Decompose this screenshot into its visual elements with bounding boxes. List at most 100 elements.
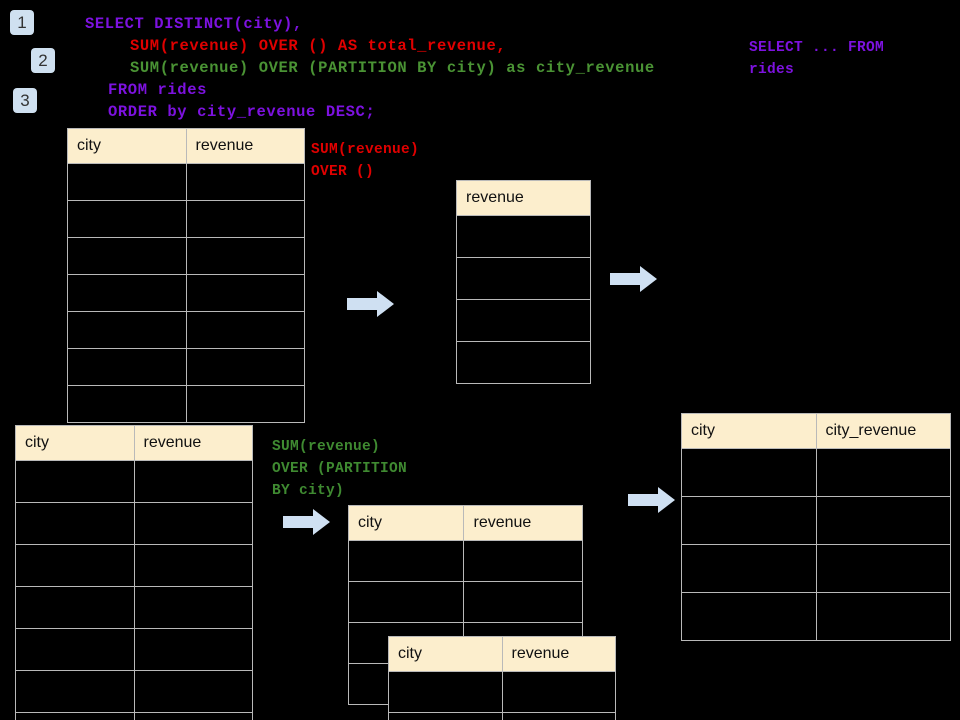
- table-row: [456, 299, 591, 342]
- table-row: [67, 163, 305, 201]
- table-cell: [501, 671, 616, 713]
- table-row: [67, 274, 305, 312]
- table-row: [456, 341, 591, 384]
- select-from-rides-label-line-1: SELECT ... FROM: [749, 40, 885, 56]
- table-cell: [133, 544, 253, 587]
- table-cell: [185, 237, 305, 275]
- table-cell: [185, 274, 305, 312]
- table-cell: [67, 237, 187, 275]
- table-cell: [347, 540, 465, 582]
- table-row: [15, 628, 253, 671]
- sum-over-partition-label-line-1: SUM(revenue): [272, 439, 381, 455]
- table-cell: [67, 348, 187, 386]
- table-cell: [185, 348, 305, 386]
- total-revenue-table: revenue: [456, 180, 591, 384]
- table-cell: [133, 502, 253, 545]
- table-cell: [133, 628, 253, 671]
- table-header-row: revenue: [456, 180, 591, 216]
- table-row: [15, 670, 253, 713]
- table-cell: [388, 671, 503, 713]
- table-cell: [15, 460, 135, 503]
- table-cell: [456, 341, 591, 384]
- column-header-revenue: revenue: [456, 180, 591, 216]
- sql-code-line-2: SUM(revenue) OVER () AS total_revenue,: [130, 37, 507, 55]
- sum-over-empty-label: SUM(revenue) OVER (): [311, 139, 419, 183]
- sum-over-partition-label-line-3: BY city): [272, 483, 345, 499]
- column-header-city: city: [388, 636, 503, 672]
- table-cell: [681, 496, 817, 545]
- column-header-city: city: [67, 128, 187, 164]
- table-cell: [67, 200, 187, 238]
- table-row: [15, 502, 253, 545]
- table-cell: [815, 496, 951, 545]
- column-header-revenue: revenue: [501, 636, 616, 672]
- table-row: [681, 592, 951, 641]
- table-cell: [133, 586, 253, 629]
- table-row: [15, 460, 253, 503]
- table-row: [681, 496, 951, 545]
- table-cell: [133, 712, 253, 720]
- table-cell: [815, 448, 951, 497]
- column-header-city_revenue: city_revenue: [815, 413, 951, 449]
- table-cell: [501, 712, 616, 720]
- table-row: [388, 671, 616, 713]
- arrow-source-to-partitioned: [283, 509, 330, 535]
- table-cell: [67, 274, 187, 312]
- table-cell: [463, 540, 583, 582]
- table-cell: [67, 385, 187, 423]
- table-row: [67, 237, 305, 275]
- table-row: [15, 544, 253, 587]
- table-cell: [681, 544, 817, 593]
- table-cell: [815, 592, 951, 641]
- table-cell: [681, 592, 817, 641]
- table-cell: [185, 311, 305, 349]
- table-row: [15, 586, 253, 629]
- table-cell: [15, 544, 135, 587]
- table-cell: [185, 163, 305, 201]
- arrow-partitioned-to-result: [628, 487, 675, 513]
- table-cell: [185, 385, 305, 423]
- table-cell: [15, 502, 135, 545]
- column-header-revenue: revenue: [463, 505, 583, 541]
- table-cell: [681, 448, 817, 497]
- table-cell: [15, 586, 135, 629]
- table-row: [67, 311, 305, 349]
- step-badge-3: 3: [13, 88, 37, 113]
- sql-code-line-1: SELECT DISTINCT(city),: [85, 15, 303, 33]
- table-cell: [463, 581, 583, 623]
- table-row: [347, 581, 583, 623]
- table-row: [681, 448, 951, 497]
- table-row: [456, 215, 591, 258]
- table-cell: [815, 544, 951, 593]
- arrow-total-to-result: [610, 266, 657, 292]
- table-row: [456, 257, 591, 300]
- column-header-revenue: revenue: [133, 425, 253, 461]
- table-cell: [67, 163, 187, 201]
- sum-over-empty-label-line-1: SUM(revenue): [311, 142, 420, 158]
- sql-code-line-3: SUM(revenue) OVER (PARTITION BY city) as…: [130, 59, 655, 77]
- sum-over-partition-label-line-2: OVER (PARTITION: [272, 461, 408, 477]
- table-cell: [15, 712, 135, 720]
- table-row: [15, 712, 253, 720]
- sum-over-empty-label-line-2: OVER (): [311, 164, 375, 180]
- table-cell: [456, 215, 591, 258]
- table-row: [67, 348, 305, 386]
- table-row: [347, 540, 583, 582]
- arrow-source-to-total: [347, 291, 394, 317]
- table-cell: [15, 628, 135, 671]
- table-row: [67, 200, 305, 238]
- step-badge-2: 2: [31, 48, 55, 73]
- step-badge-1: 1: [10, 10, 34, 35]
- table-cell: [133, 670, 253, 713]
- select-from-rides-label-line-2: rides: [749, 62, 795, 78]
